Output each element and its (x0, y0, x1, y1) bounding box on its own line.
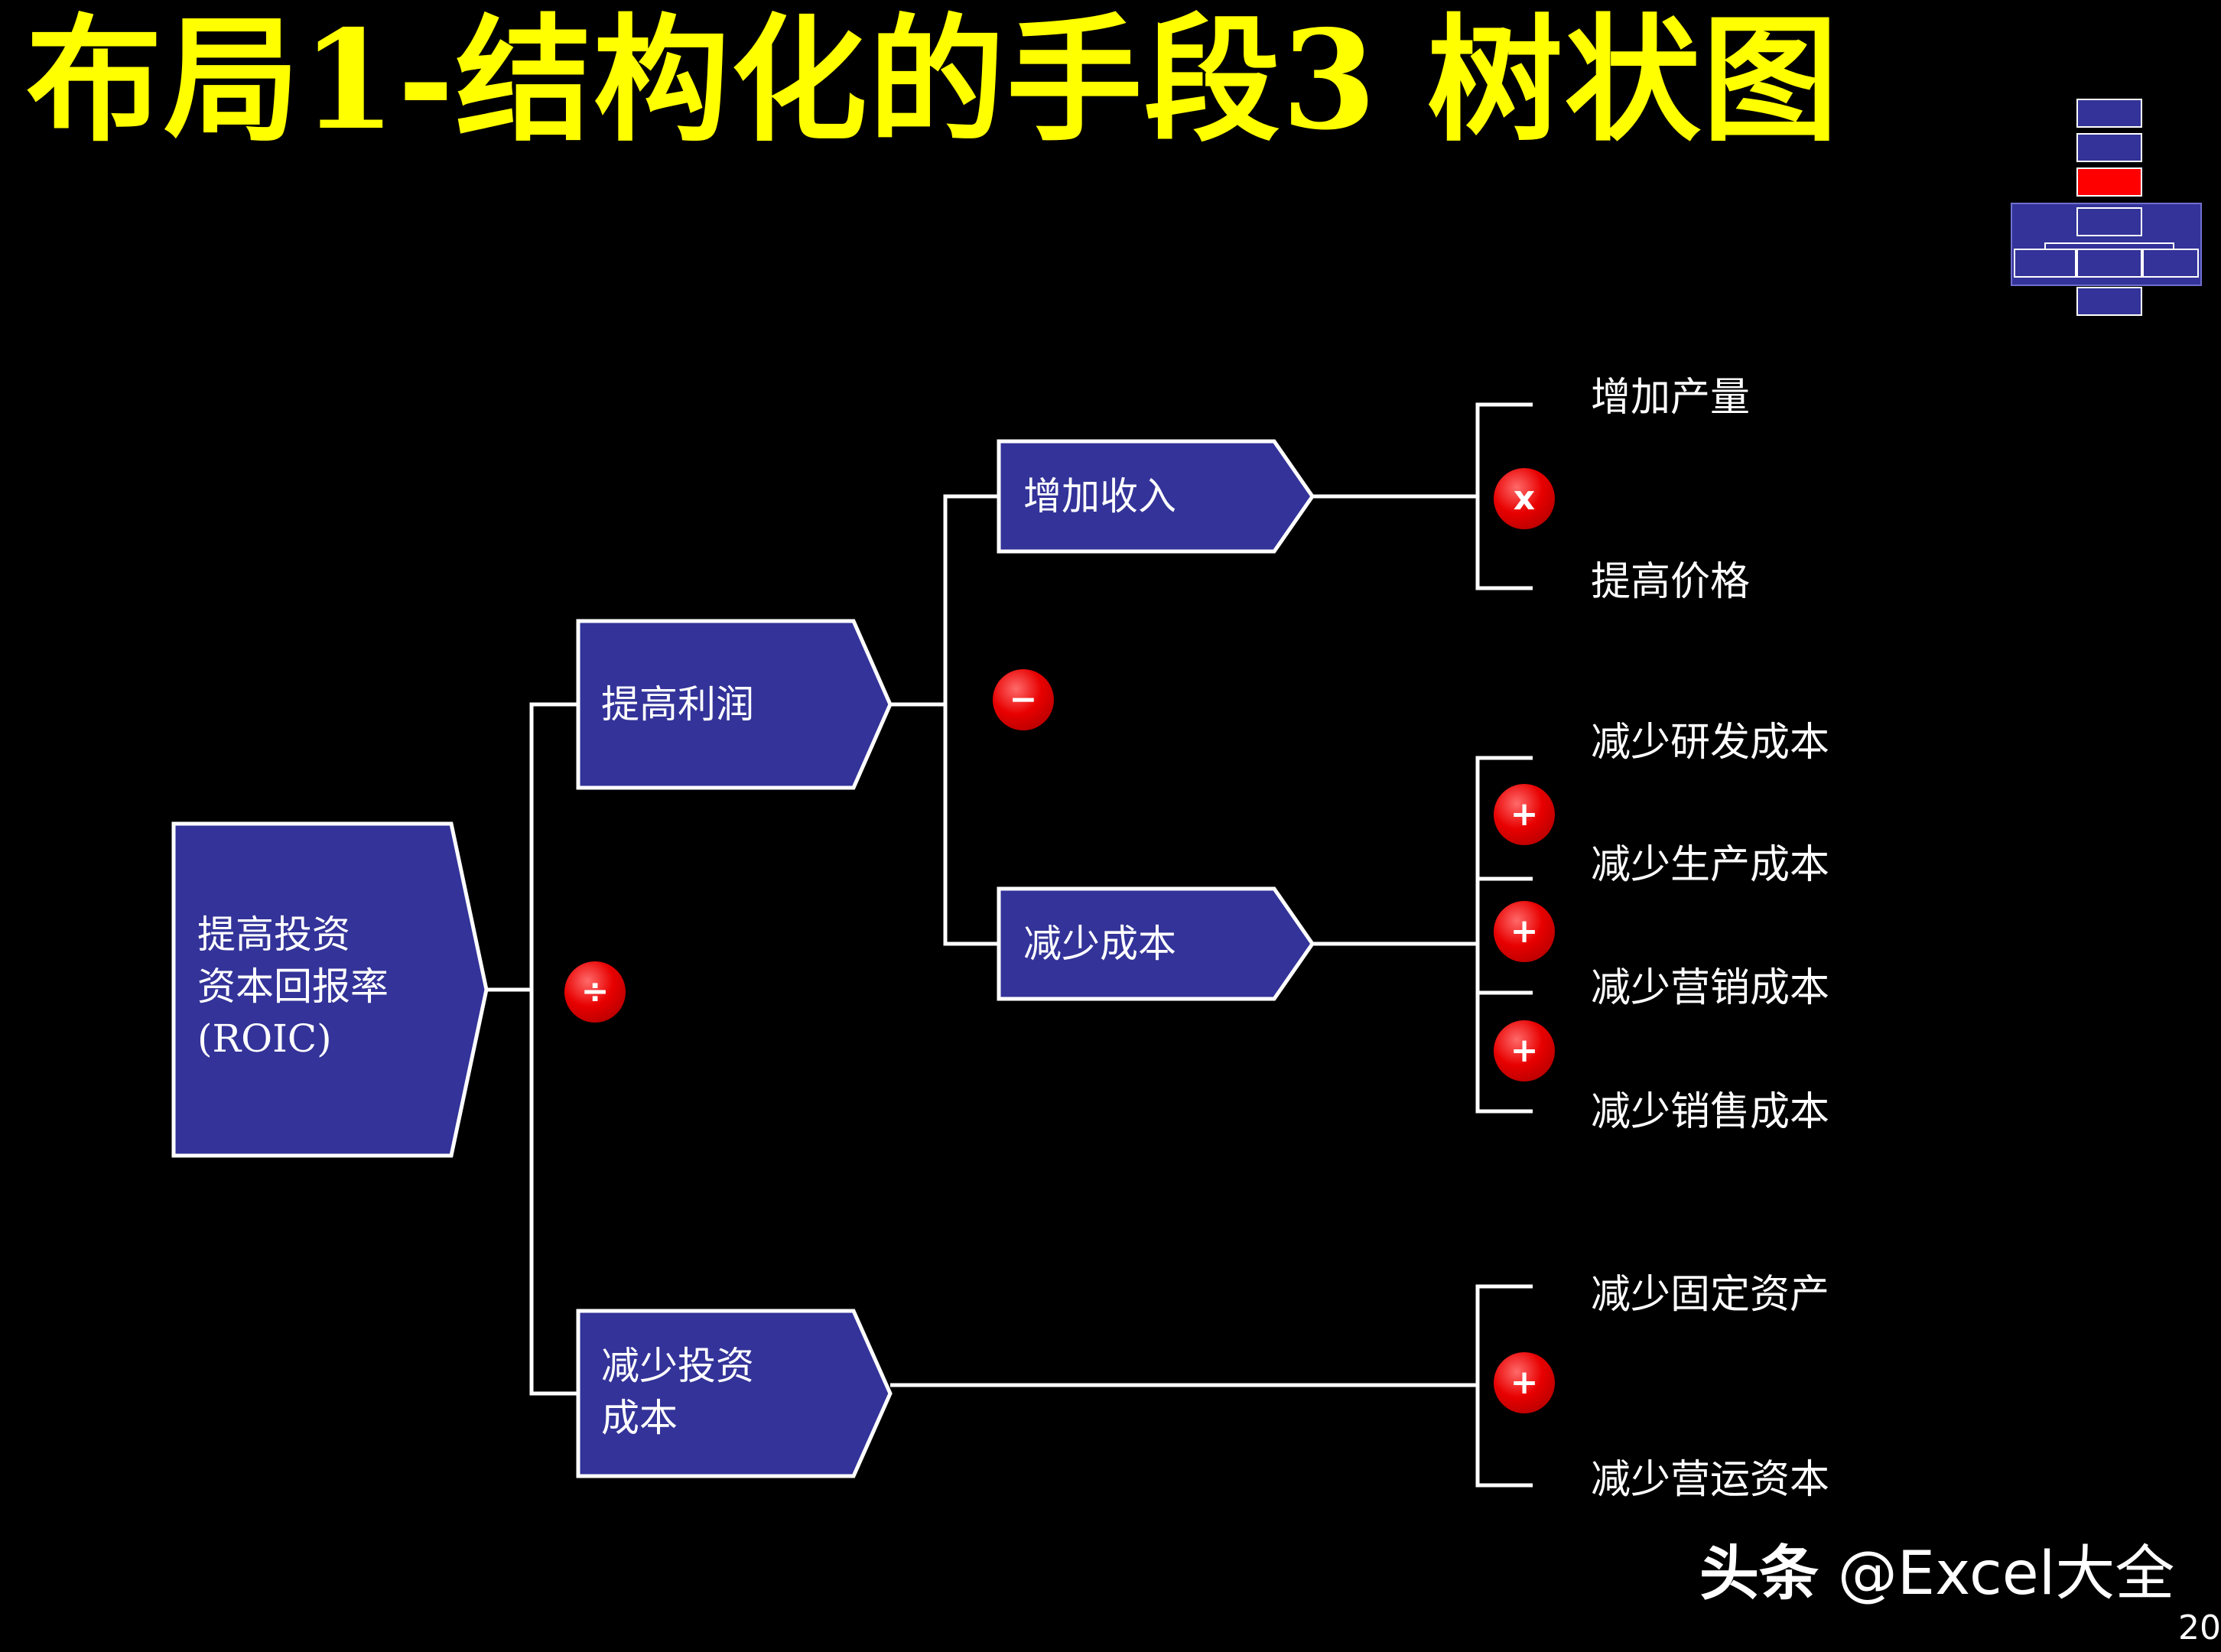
connectors (486, 402, 1533, 1488)
operator-multiply: x (1494, 468, 1555, 529)
leaf-reduce-fixed-assets: 减少固定资产 (1591, 1272, 1830, 1318)
watermark-handle: @Excel大全 (1819, 1540, 2175, 1608)
operator-plus-cost-3: + (1494, 1020, 1555, 1081)
operator-plus-cost-1: + (1494, 784, 1555, 845)
nav-step-last (2076, 287, 2142, 316)
connector-revenue-bracket (1475, 402, 1533, 590)
nav-tree-right (2142, 249, 2199, 278)
nav-tree-left (2014, 249, 2076, 278)
slide-title: 布局1-结构化的手段3 树状图 (26, 0, 1840, 160)
profit-box (576, 619, 893, 790)
nav-step-1 (2076, 99, 2142, 128)
leaf-reduce-sales-cost: 减少销售成本 (1591, 1089, 1830, 1135)
nav-tree-link (2044, 242, 2174, 249)
operator-minus: − (993, 669, 1054, 730)
connector-cost-bracket (1475, 756, 1533, 1114)
nav-tree-top (2076, 207, 2142, 236)
revenue-box (997, 439, 1315, 554)
leaf-increase-output: 增加产量 (1591, 375, 1751, 421)
leaf-reduce-production-cost: 减少生产成本 (1591, 842, 1830, 888)
root-box (171, 821, 489, 1158)
leaf-reduce-rd-cost: 减少研发成本 (1591, 720, 1830, 766)
watermark: 头条 @Excel大全 (1699, 1537, 2174, 1611)
operator-plus-cost-2: + (1494, 901, 1555, 962)
root-label: 提高投资 资本回报率 (ROIC) (197, 912, 389, 1061)
leaf-reduce-marketing-cost: 减少营销成本 (1591, 965, 1830, 1011)
boxes (171, 439, 1315, 1478)
revenue-label: 增加收入 (1023, 474, 1176, 519)
leaf-reduce-working-capital: 减少营运资本 (1591, 1457, 1830, 1503)
nav-tree-mid (2076, 249, 2142, 278)
connector-profit-bracket (943, 494, 999, 946)
invest-label: 减少投资 成本 (601, 1344, 754, 1440)
connector-invest-bracket (1475, 1284, 1533, 1488)
operator-plus-invest: + (1494, 1352, 1555, 1413)
cost-box (997, 886, 1315, 1001)
nav-step-2 (2076, 133, 2142, 162)
nav-map (2011, 99, 2202, 316)
profit-label: 提高利润 (601, 682, 754, 727)
page-number: 20 (2178, 1608, 2221, 1647)
operator-divide: ÷ (564, 961, 626, 1023)
invest-box (576, 1309, 893, 1478)
watermark-brand: 头条 (1699, 1540, 1819, 1608)
connector-root-bracket (529, 702, 578, 1396)
nav-step-current (2076, 167, 2142, 197)
leaf-raise-price: 提高价格 (1591, 559, 1751, 605)
cost-label: 减少成本 (1023, 922, 1176, 966)
